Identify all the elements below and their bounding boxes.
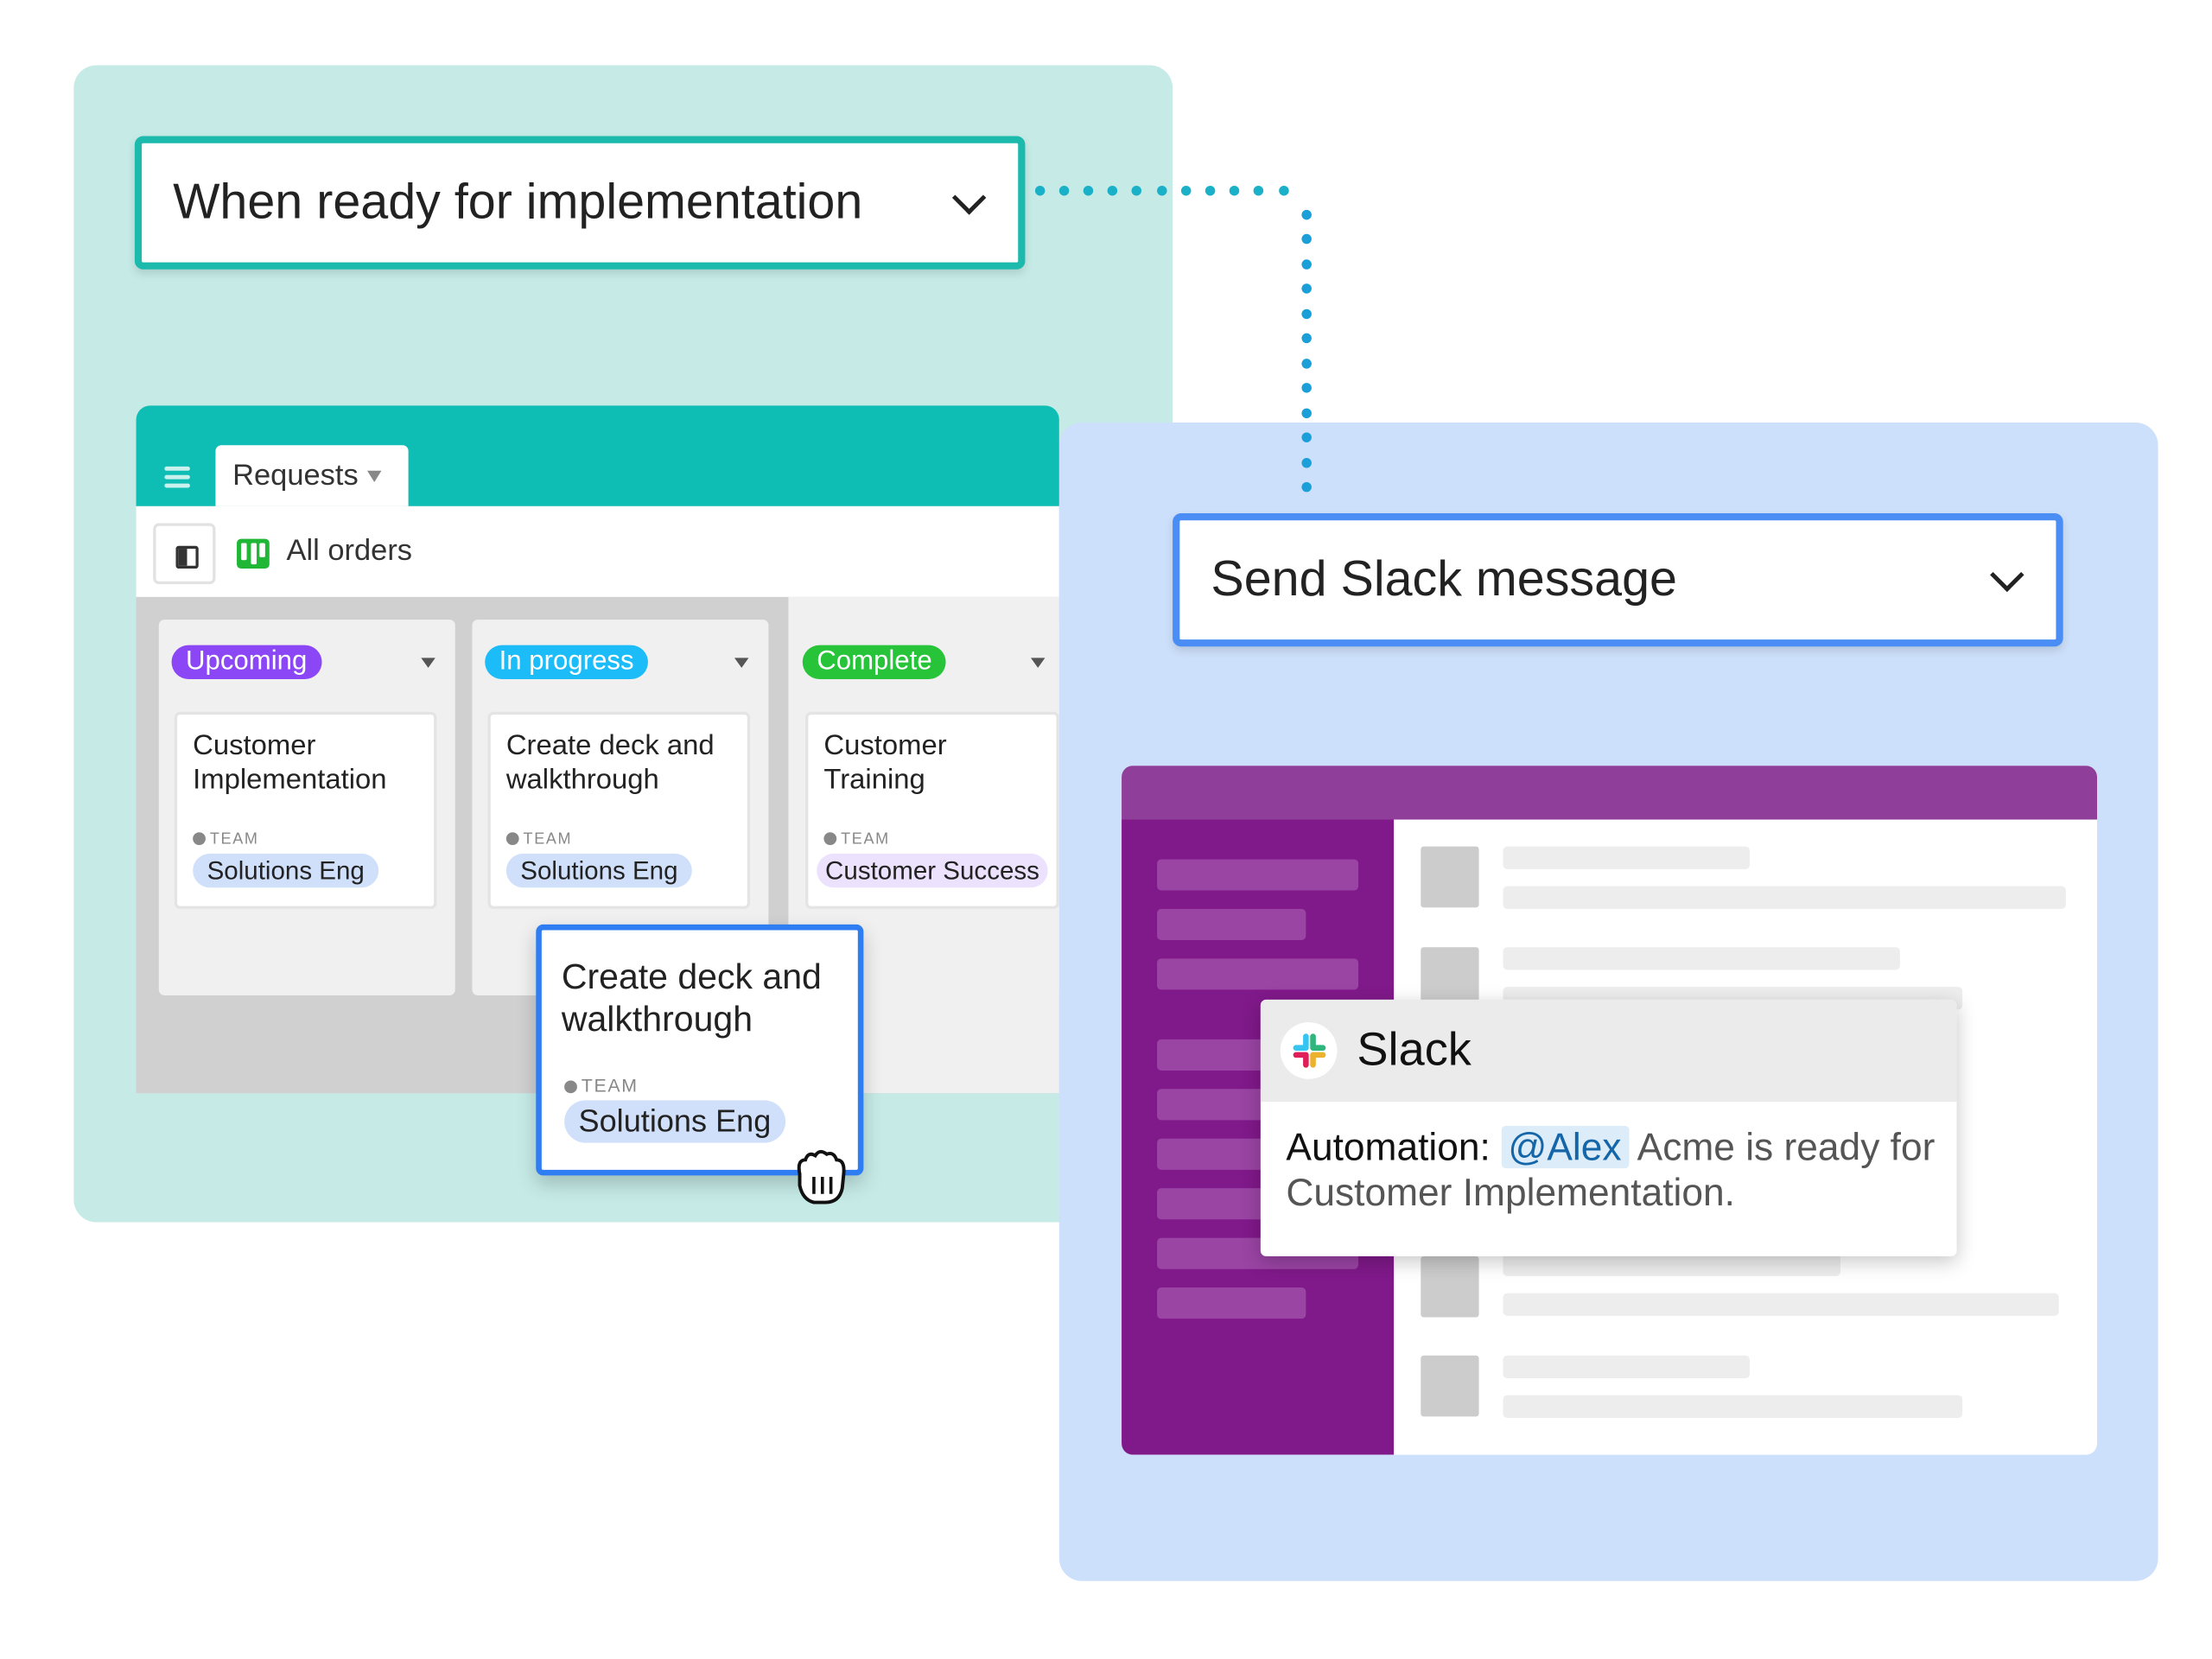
connector-dot xyxy=(1300,407,1312,418)
message-placeholder xyxy=(1503,1253,1841,1276)
team-label: TEAM xyxy=(193,831,258,848)
connector-dot xyxy=(1229,185,1240,195)
notification-message: Automation: @Alex Acme is ready for Cust… xyxy=(1286,1124,1938,1215)
tab-requests[interactable]: Requests xyxy=(215,445,409,506)
message-text: Acme is ready for Customer Implementatio… xyxy=(1286,1125,1936,1214)
slack-sidebar xyxy=(1122,819,1395,1455)
team-pill: Solutions Eng xyxy=(505,853,692,888)
team-icon xyxy=(193,832,206,846)
connector-dot xyxy=(1107,185,1118,195)
avatar-placeholder xyxy=(1421,1355,1479,1417)
caret-down-icon xyxy=(366,471,381,483)
column-upcoming: Upcoming Customer Implementation TEAM So… xyxy=(158,620,455,995)
record-card[interactable]: Create deck and walkthrough TEAM Solutio… xyxy=(487,711,751,909)
connector-dot xyxy=(1300,333,1312,344)
message-lead: Automation: xyxy=(1286,1125,1491,1169)
record-card[interactable]: Customer Training TEAM Customer Success xyxy=(805,711,1059,909)
connector-dot xyxy=(1156,185,1166,195)
connector-dot xyxy=(1300,457,1312,467)
team-icon xyxy=(564,1080,577,1094)
tab-label: Requests xyxy=(232,459,359,493)
user-mention[interactable]: @Alex xyxy=(1501,1125,1629,1168)
team-pill: Customer Success xyxy=(817,853,1048,888)
grab-cursor-icon xyxy=(797,1149,846,1205)
sidebar-placeholder xyxy=(1157,859,1359,891)
connector-dot xyxy=(1034,185,1045,195)
status-badge: Complete xyxy=(802,645,947,680)
connector-dot xyxy=(1132,185,1142,195)
team-pill: Solutions Eng xyxy=(564,1100,785,1143)
connector-dot xyxy=(1083,185,1094,195)
connector-dot xyxy=(1205,185,1216,195)
team-label: TEAM xyxy=(823,831,889,848)
connector-dot xyxy=(1180,185,1191,195)
toolbar: All orders xyxy=(136,505,1059,597)
status-badge: In progress xyxy=(485,645,649,680)
connector-dot xyxy=(1300,383,1312,393)
card-title: Customer Implementation xyxy=(193,730,387,796)
menu-icon[interactable] xyxy=(164,466,190,488)
message-placeholder xyxy=(1503,1355,1750,1379)
sidebar-icon xyxy=(175,545,199,569)
team-label: TEAM xyxy=(564,1075,639,1096)
action-dropdown[interactable]: Send Slack message xyxy=(1173,513,2063,647)
caret-down-icon[interactable] xyxy=(1031,658,1046,668)
card-title: Create deck and walkthrough xyxy=(561,957,822,1039)
record-card[interactable]: Customer Implementation TEAM Solutions E… xyxy=(174,711,437,909)
card-title: Customer Training xyxy=(823,730,947,796)
slack-notification[interactable]: Slack Automation: @Alex Acme is ready fo… xyxy=(1260,999,1957,1256)
chevron-down-icon xyxy=(951,181,987,215)
slack-logo-icon xyxy=(1280,1022,1338,1079)
avatar-placeholder xyxy=(1421,846,1479,908)
trigger-dropdown[interactable]: When ready for implementation xyxy=(134,136,1026,270)
slack-header xyxy=(1122,766,2098,820)
status-badge: Upcoming xyxy=(171,645,321,680)
connector-dot xyxy=(1300,283,1312,294)
notification-app-name: Slack xyxy=(1357,1022,1471,1075)
action-label: Send Slack message xyxy=(1211,551,1677,607)
avatar-placeholder xyxy=(1421,947,1479,1008)
connector-dot xyxy=(1300,481,1312,493)
connector-dot xyxy=(1300,358,1312,368)
connector-dot xyxy=(1254,185,1264,195)
dragged-card[interactable]: Create deck and walkthrough TEAM Solutio… xyxy=(536,924,864,1176)
sidebar-placeholder xyxy=(1157,908,1306,940)
message-placeholder xyxy=(1503,846,1750,869)
caret-down-icon[interactable] xyxy=(734,658,749,668)
connector-dot xyxy=(1300,308,1312,319)
card-title: Create deck and walkthrough xyxy=(505,730,715,796)
trigger-label: When ready for implementation xyxy=(173,174,863,230)
connector-dot xyxy=(1300,233,1312,245)
message-placeholder xyxy=(1503,886,2066,909)
connector-dot xyxy=(1058,185,1069,195)
avatar-placeholder xyxy=(1421,1255,1479,1318)
message-placeholder xyxy=(1503,1293,2059,1316)
view-title: All orders xyxy=(286,534,413,568)
team-pill: Solutions Eng xyxy=(193,853,379,888)
kanban-icon xyxy=(237,538,270,569)
connector-dot xyxy=(1278,185,1288,195)
notification-header: Slack xyxy=(1260,999,1957,1103)
app-window: Requests All orders Upcoming Customer Im… xyxy=(136,405,1059,1094)
team-icon xyxy=(505,832,519,846)
message-placeholder xyxy=(1503,947,1900,970)
chevron-down-icon xyxy=(1990,557,2024,593)
connector-dot xyxy=(1300,209,1312,219)
sidebar-placeholder xyxy=(1157,958,1359,990)
connector-dot xyxy=(1300,432,1312,442)
team-label: TEAM xyxy=(505,831,572,848)
connector-dot xyxy=(1300,258,1312,269)
toggle-sidebar-button[interactable] xyxy=(153,523,216,585)
team-icon xyxy=(823,832,837,846)
caret-down-icon[interactable] xyxy=(421,658,435,668)
sidebar-placeholder xyxy=(1157,1287,1306,1319)
message-placeholder xyxy=(1503,1395,1963,1418)
